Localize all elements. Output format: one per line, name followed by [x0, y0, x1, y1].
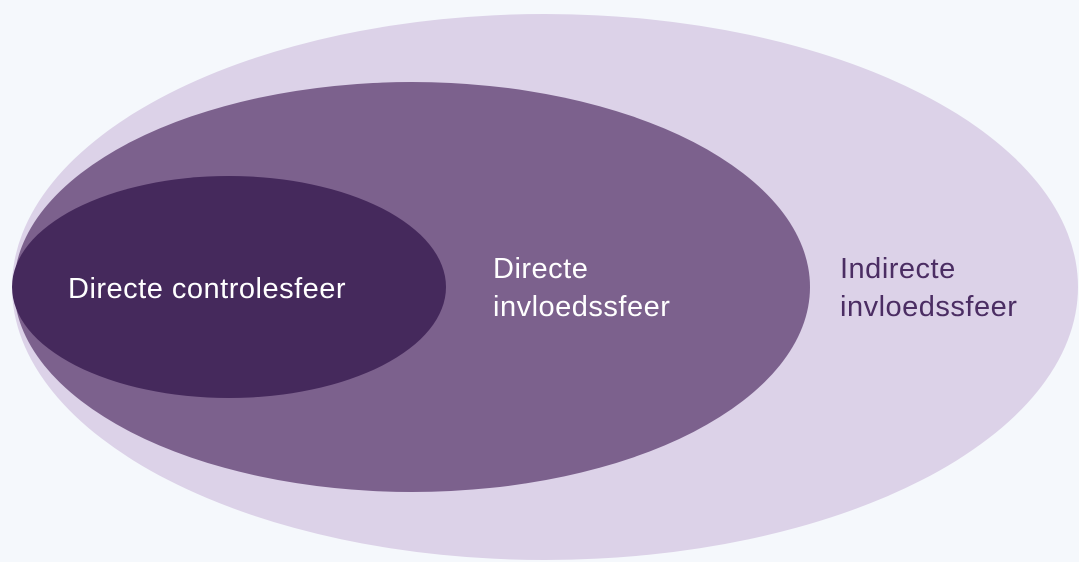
direct-control-label-line: Directe controlesfeer: [68, 273, 346, 305]
direct-control-label: Directe controlesfeer: [68, 273, 346, 305]
indirect-influence-label: Indirecte invloedssfeer: [840, 253, 1017, 323]
indirect-influence-label-line-1: Indirecte: [840, 253, 956, 285]
direct-control-sphere: [12, 176, 446, 398]
indirect-influence-label-line-2: invloedssfeer: [840, 291, 1017, 323]
direct-influence-label: Directe invloedssfeer: [493, 253, 670, 323]
direct-influence-label-line-1: Directe: [493, 253, 588, 285]
direct-influence-label-line-2: invloedssfeer: [493, 291, 670, 323]
